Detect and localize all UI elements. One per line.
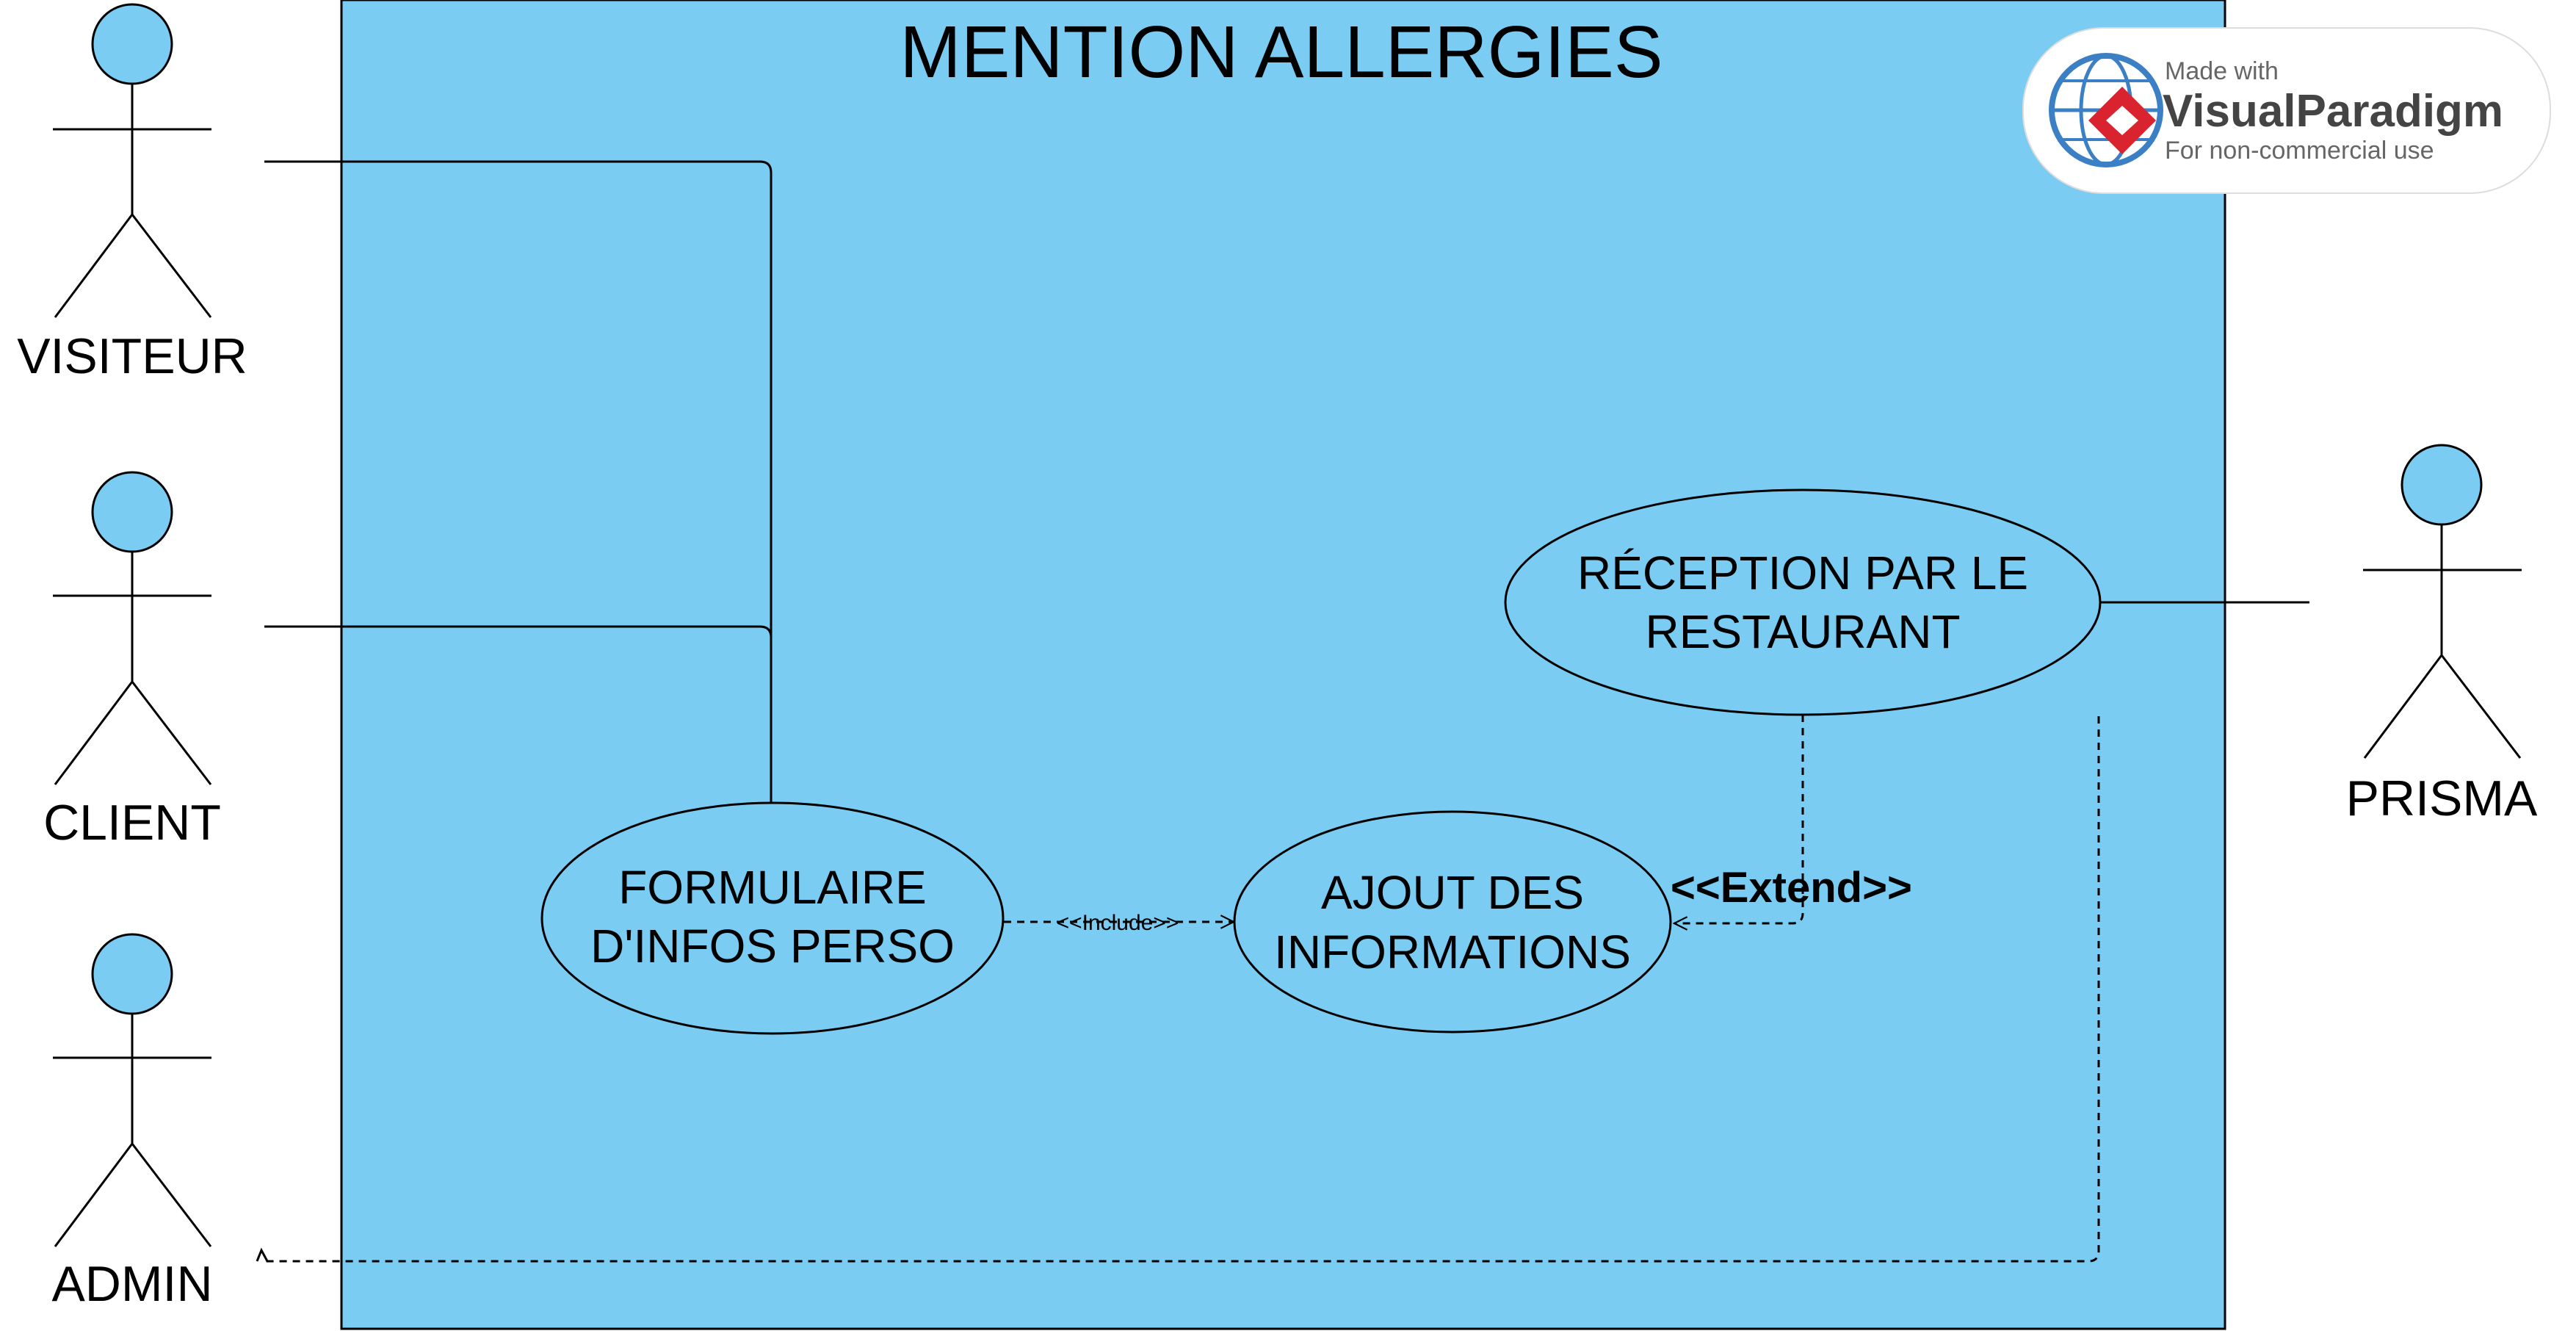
actor-head bbox=[91, 933, 173, 1015]
use-case-reception[interactable]: RÉCEPTION PAR LE RESTAURANT bbox=[1504, 488, 2102, 716]
actor-label: VISITEUR bbox=[17, 328, 247, 384]
extend-label: <<Extend>> bbox=[1671, 864, 1912, 912]
use-case-label-line2: INFORMATIONS bbox=[1274, 926, 1631, 978]
dependency-reception-admin bbox=[264, 716, 2100, 1263]
actor-visiteur[interactable]: VISITEUR bbox=[17, 3, 247, 384]
dependency-arrow-head bbox=[256, 1247, 269, 1262]
use-case-label-line2: RESTAURANT bbox=[1645, 605, 1960, 658]
use-case-label-line1: FORMULAIRE bbox=[618, 861, 927, 914]
extend-relation bbox=[1674, 715, 1804, 923]
actor-admin[interactable]: ADMIN bbox=[51, 933, 213, 1312]
system-title: MENTION ALLERGIES bbox=[900, 11, 1663, 93]
watermark-license: For non-commercial use bbox=[2165, 137, 2434, 165]
actor-label: PRISMA bbox=[2346, 771, 2538, 826]
actor-label: ADMIN bbox=[51, 1256, 212, 1312]
watermark-made-with: Made with bbox=[2165, 57, 2279, 85]
include-label: <<Include>> bbox=[1057, 911, 1179, 935]
actor-prisma[interactable]: PRISMA bbox=[2346, 444, 2538, 826]
use-case-formulaire[interactable]: FORMULAIRE D'INFOS PERSO bbox=[540, 801, 1005, 1035]
association-visiteur-formulaire bbox=[264, 160, 773, 802]
actor-head bbox=[91, 3, 173, 85]
use-case-label-line2: D'INFOS PERSO bbox=[590, 920, 955, 973]
use-case-label-line1: AJOUT DES bbox=[1321, 866, 1584, 919]
actor-client[interactable]: CLIENT bbox=[43, 471, 221, 851]
actor-label: CLIENT bbox=[43, 795, 221, 851]
use-case-ajout[interactable]: AJOUT DES INFORMATIONS bbox=[1233, 810, 1672, 1034]
association-client-formulaire bbox=[264, 625, 773, 638]
watermark-brand: VisualParadigm bbox=[2163, 86, 2503, 137]
visual-paradigm-watermark: Made with VisualParadigm For non-commerc… bbox=[2022, 27, 2551, 194]
actor-head bbox=[2400, 444, 2483, 526]
use-case-label-line1: RÉCEPTION PAR LE bbox=[1577, 547, 2028, 599]
actor-head bbox=[91, 471, 173, 553]
globe-logo-icon bbox=[2049, 53, 2163, 167]
